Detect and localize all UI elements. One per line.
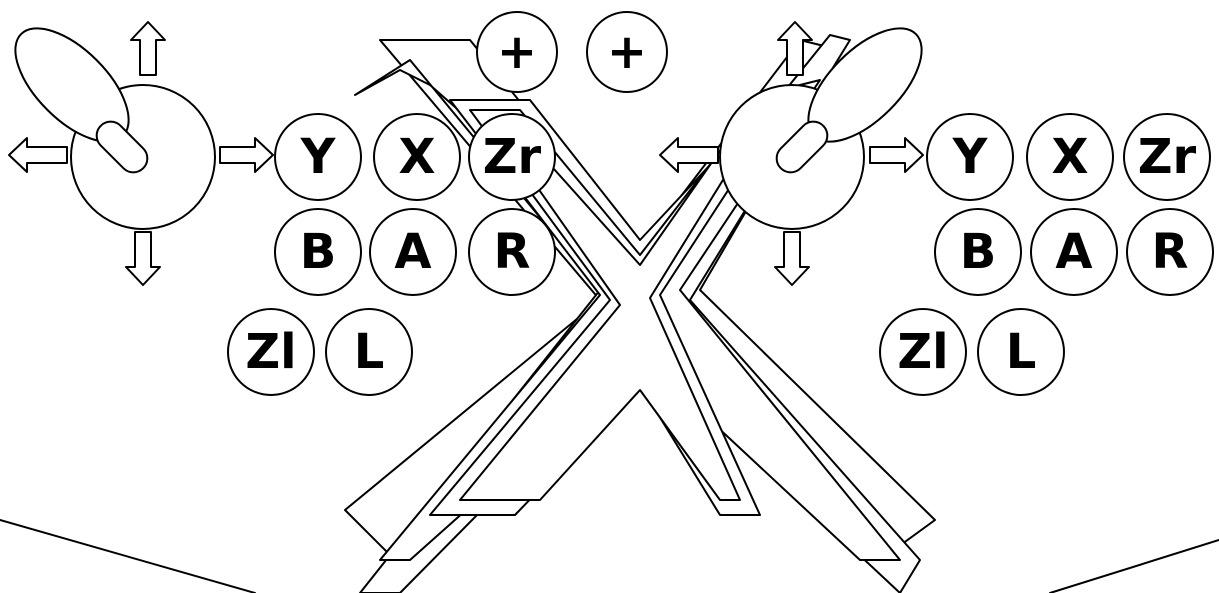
- right-button-r[interactable]: R: [1127, 209, 1213, 295]
- left-button-r[interactable]: R: [469, 209, 555, 295]
- right-button-b[interactable]: B: [935, 209, 1021, 295]
- left-button-zr[interactable]: Zr: [469, 114, 555, 200]
- left-button-r-label: R: [494, 224, 531, 280]
- system-button-minus-label: +: [497, 24, 537, 80]
- left-arrow-right-icon: [220, 138, 273, 172]
- right-button-y[interactable]: Y: [927, 114, 1013, 200]
- right-button-zl-label: Zl: [897, 324, 948, 380]
- left-button-l-label: L: [354, 324, 385, 380]
- left-button-y-label: Y: [300, 129, 337, 185]
- right-button-y-label: Y: [952, 129, 989, 185]
- left-button-a[interactable]: A: [370, 209, 456, 295]
- panel-edge-left: [0, 520, 255, 593]
- system-button-minus[interactable]: +: [477, 12, 557, 92]
- system-button-plus-label: +: [607, 24, 647, 80]
- right-button-x-label: X: [1051, 129, 1088, 185]
- left-button-x[interactable]: X: [374, 114, 460, 200]
- left-button-zl[interactable]: Zl: [228, 309, 314, 395]
- left-arrow-left-icon: [9, 138, 67, 172]
- left-button-l[interactable]: L: [326, 309, 412, 395]
- panel-edge-right: [1050, 540, 1219, 593]
- left-arrow-down-icon: [126, 232, 160, 285]
- right-arrow-down-icon: [775, 232, 809, 285]
- right-button-zr-label: Zr: [1138, 129, 1197, 185]
- left-button-a-label: A: [394, 224, 431, 280]
- right-button-l[interactable]: L: [978, 309, 1064, 395]
- left-button-zr-label: Zr: [483, 129, 542, 185]
- system-button-plus[interactable]: +: [587, 12, 667, 92]
- left-arrow-up-icon: [131, 22, 165, 75]
- left-button-b[interactable]: B: [275, 209, 361, 295]
- right-button-l-label: L: [1006, 324, 1037, 380]
- left-button-y[interactable]: Y: [275, 114, 361, 200]
- right-button-x[interactable]: X: [1027, 114, 1113, 200]
- right-button-r-label: R: [1152, 224, 1189, 280]
- right-button-a[interactable]: A: [1031, 209, 1117, 295]
- left-joystick[interactable]: [0, 9, 215, 229]
- right-button-b-label: B: [960, 224, 997, 280]
- left-button-b-label: B: [300, 224, 337, 280]
- right-arrow-right-icon: [870, 138, 923, 172]
- left-button-zl-label: Zl: [245, 324, 296, 380]
- right-button-zl[interactable]: Zl: [880, 309, 966, 395]
- left-button-x-label: X: [398, 129, 435, 185]
- right-button-zr[interactable]: Zr: [1124, 114, 1210, 200]
- right-button-a-label: A: [1055, 224, 1092, 280]
